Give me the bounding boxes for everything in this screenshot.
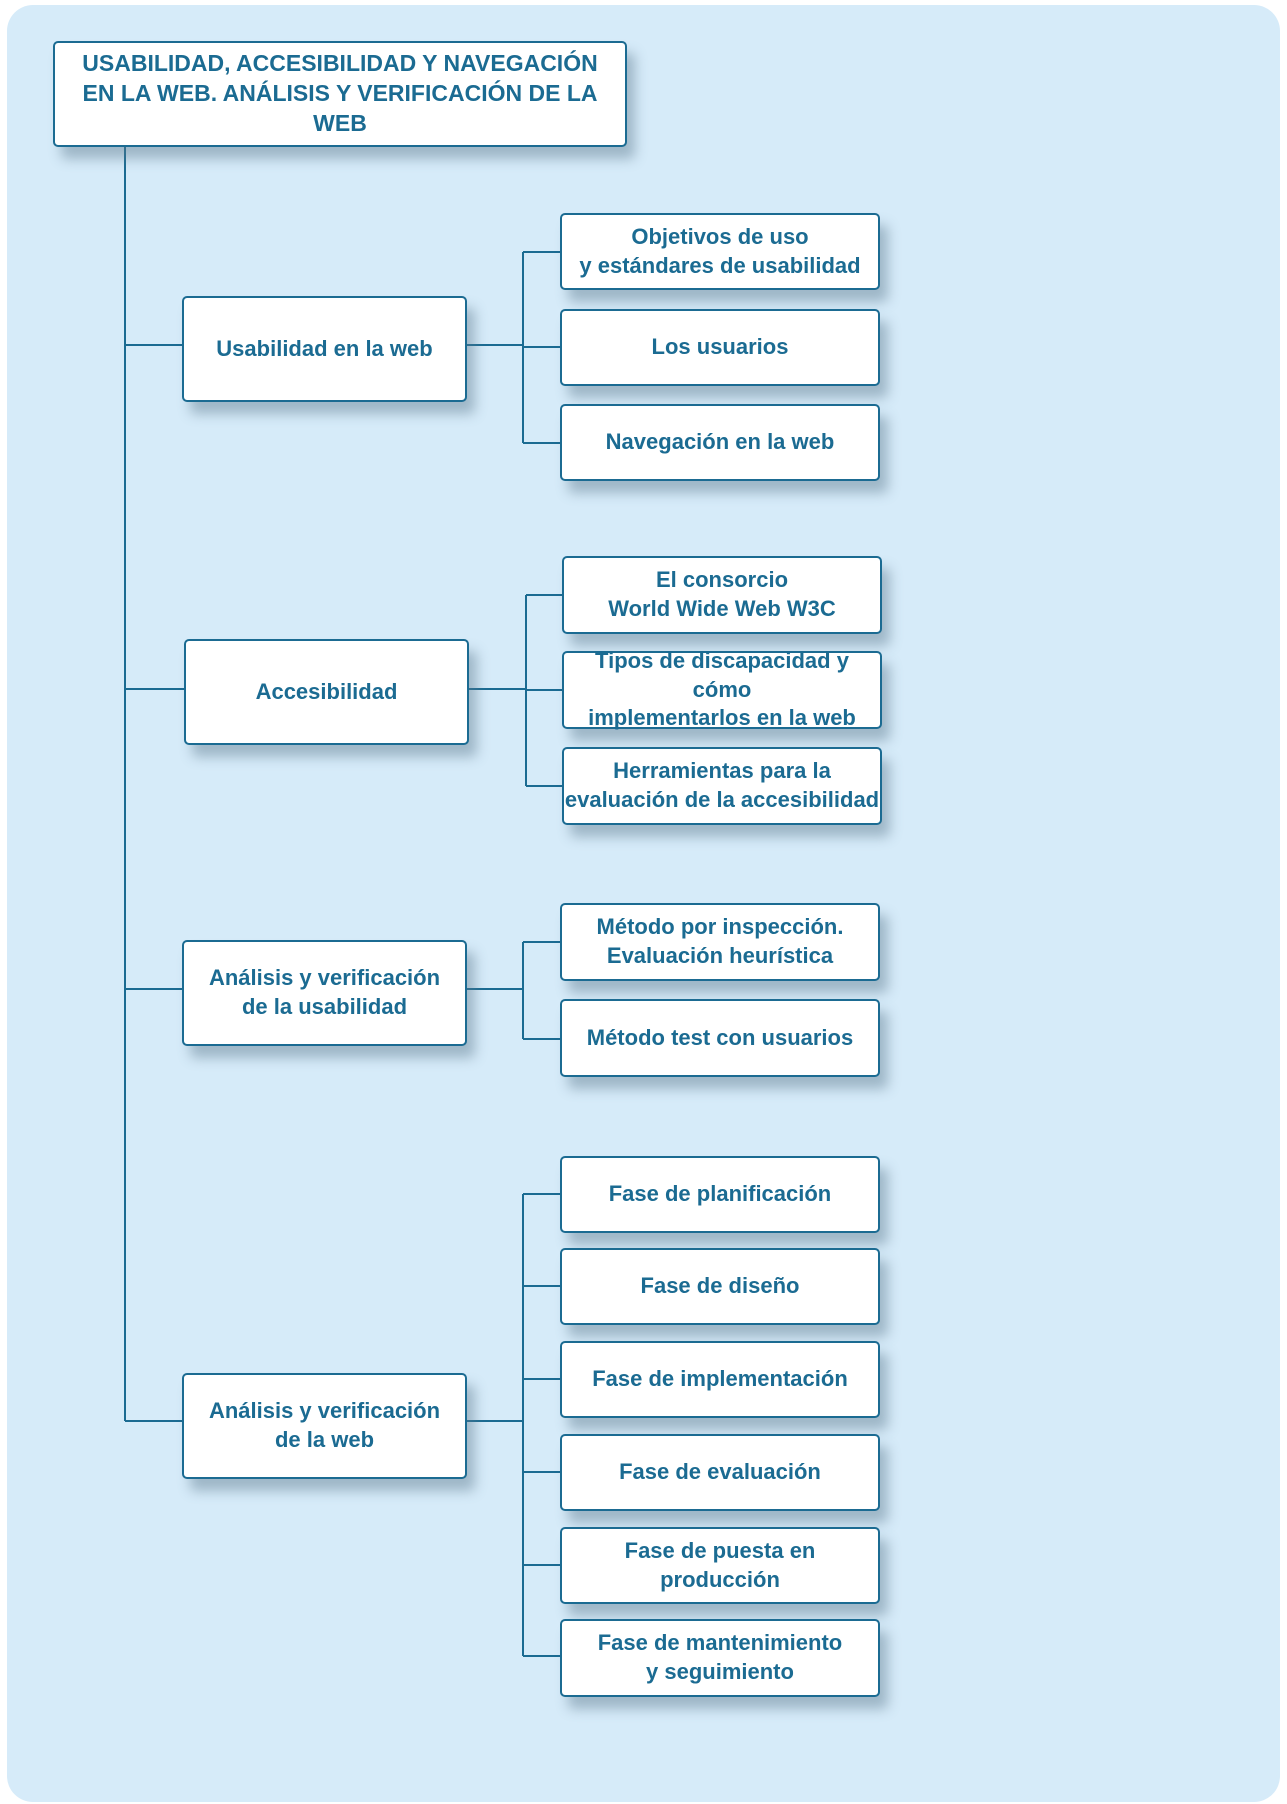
- branch-node-label: Accesibilidad: [255, 678, 398, 704]
- leaf-node-label: Los usuarios: [651, 334, 789, 360]
- branch-node-analisis-usabilidad: Análisis y verificación de la usabilidad: [182, 940, 467, 1046]
- leaf-node-fase-diseno: Fase de diseño: [560, 1248, 880, 1325]
- leaf-node-label: Fase de puesta en producción: [624, 1537, 816, 1592]
- leaf-node-metodo-test: Método test con usuarios: [560, 999, 880, 1077]
- leaf-node-label: Tipos de discapacidad y cómo implementar…: [588, 648, 856, 731]
- leaf-node-fase-planificacion: Fase de planificación: [560, 1156, 880, 1233]
- branch-node-analisis-web: Análisis y verificación de la web: [182, 1373, 467, 1479]
- leaf-node-label: El consorcio World Wide Web W3C: [608, 567, 836, 621]
- branch-node-label: Usabilidad en la web: [216, 335, 433, 361]
- branch-node-label: Análisis y verificación de la usabilidad: [208, 965, 441, 1019]
- leaf-node-label: Fase de mantenimiento y seguimiento: [597, 1630, 843, 1684]
- leaf-node-fase-puesta-produccion: Fase de puesta en producción: [560, 1527, 880, 1604]
- branch-node-label: Análisis y verificación de la web: [208, 1398, 441, 1452]
- leaf-node-los-usuarios: Los usuarios: [560, 309, 880, 386]
- leaf-node-label: Fase de implementación: [592, 1366, 848, 1392]
- leaf-node-metodo-inspeccion: Método por inspección. Evaluación heurís…: [560, 903, 880, 981]
- leaf-node-herramientas-evaluacion: Herramientas para la evaluación de la ac…: [562, 747, 882, 825]
- leaf-node-label: Navegación en la web: [605, 429, 835, 455]
- leaf-node-label: Objetivos de uso y estándares de usabili…: [579, 223, 861, 278]
- branch-node-usabilidad-web: Usabilidad en la web: [182, 296, 467, 402]
- leaf-node-fase-mantenimiento: Fase de mantenimiento y seguimiento: [560, 1619, 880, 1697]
- leaf-node-objetivos-de-uso: Objetivos de uso y estándares de usabili…: [560, 213, 880, 290]
- root-node-label: USABILIDAD, ACCESIBILIDAD Y NAVEGACIÓN E…: [82, 50, 598, 136]
- root-node: USABILIDAD, ACCESIBILIDAD Y NAVEGACIÓN E…: [53, 41, 627, 147]
- branch-node-accesibilidad: Accesibilidad: [184, 639, 469, 745]
- leaf-node-label: Fase de diseño: [640, 1273, 800, 1299]
- leaf-node-label: Fase de evaluación: [619, 1459, 821, 1485]
- leaf-node-navegacion: Navegación en la web: [560, 404, 880, 481]
- leaf-node-label: Fase de planificación: [608, 1181, 832, 1207]
- leaf-node-label: Método test con usuarios: [586, 1024, 854, 1050]
- leaf-node-fase-implementacion: Fase de implementación: [560, 1341, 880, 1418]
- leaf-node-consorcio-w3c: El consorcio World Wide Web W3C: [562, 556, 882, 634]
- leaf-node-label: Herramientas para la evaluación de la ac…: [564, 758, 880, 812]
- leaf-node-label: Método por inspección. Evaluación heurís…: [596, 914, 844, 968]
- leaf-node-fase-evaluacion: Fase de evaluación: [560, 1434, 880, 1511]
- leaf-node-tipos-discapacidad: Tipos de discapacidad y cómo implementar…: [562, 648, 882, 730]
